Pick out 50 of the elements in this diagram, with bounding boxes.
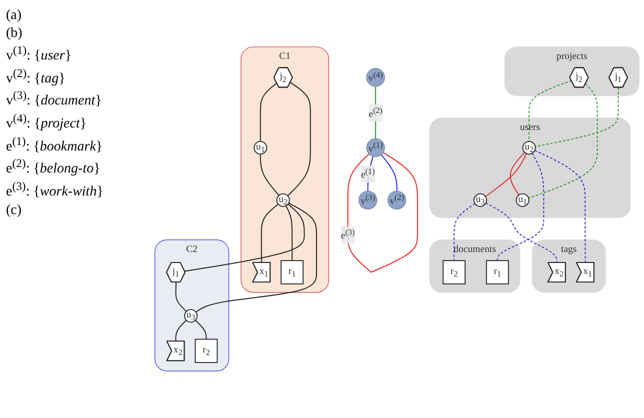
connector [528,80,572,142]
connector [184,204,305,272]
node-box: r$_{1}$ [486,260,509,284]
connector [286,205,293,262]
connector [175,320,187,342]
label-text: v$^{(2)}$: {tag} [6,66,66,88]
label-text: v$^{(4)}$: {project} [6,112,88,133]
connector [196,202,317,313]
node-circle: v$^{(2)}$ [388,190,406,210]
connector [367,156,374,192]
connector [528,83,598,199]
connector [347,152,418,273]
node-circle: u$_{1}$ [516,193,530,207]
node-circle: u$_{3}$ [474,193,488,207]
connector [510,152,526,196]
connector [496,152,544,262]
node-circle: u$_{2}$ [276,193,290,207]
node-circle: u$_{3}$ [184,309,198,323]
label-text: v$^{(3)}$: {document} [6,89,103,110]
label-text: (c) [6,202,23,219]
connector [375,86,376,140]
label-text: e$^{(1)}$: {bookmark} [6,134,104,156]
connector [194,320,207,340]
connector [380,154,398,192]
node-circle: v$^{(3)}$ [358,190,378,210]
label-text: e$^{(2)}$: {belong-to} [6,157,102,178]
edge-label: e$^{(2)}$ [368,106,382,120]
node-box: r$_{1}$ [280,260,304,284]
node-box: r$_{2}$ [194,338,218,363]
edge-label: e$^{(1)}$ [360,166,375,180]
label-text: e$^{(3)}$: {work-with} [6,180,104,201]
label-text: v$^{(1)}$: {user} [6,44,73,65]
connector [454,203,476,262]
connector [534,150,586,264]
connector [484,152,527,197]
connector [260,154,280,196]
connector [260,204,279,264]
connector [260,82,278,142]
label-text: (a) [6,8,23,24]
connector [175,282,187,312]
node-circle: v$^{(1)}$ [366,138,385,158]
node-circle: u$_{1}$ [254,140,268,155]
node-circle: v$^{(4)}$ [366,68,385,87]
connector [287,82,311,196]
label-text: (b) [6,26,24,42]
edge-label: e$^{(3)}$ [340,227,355,242]
connector [485,202,558,264]
node-circle: u$_{2}$ [522,140,536,155]
connector [534,87,620,148]
node-box: r$_{2}$ [442,260,466,284]
